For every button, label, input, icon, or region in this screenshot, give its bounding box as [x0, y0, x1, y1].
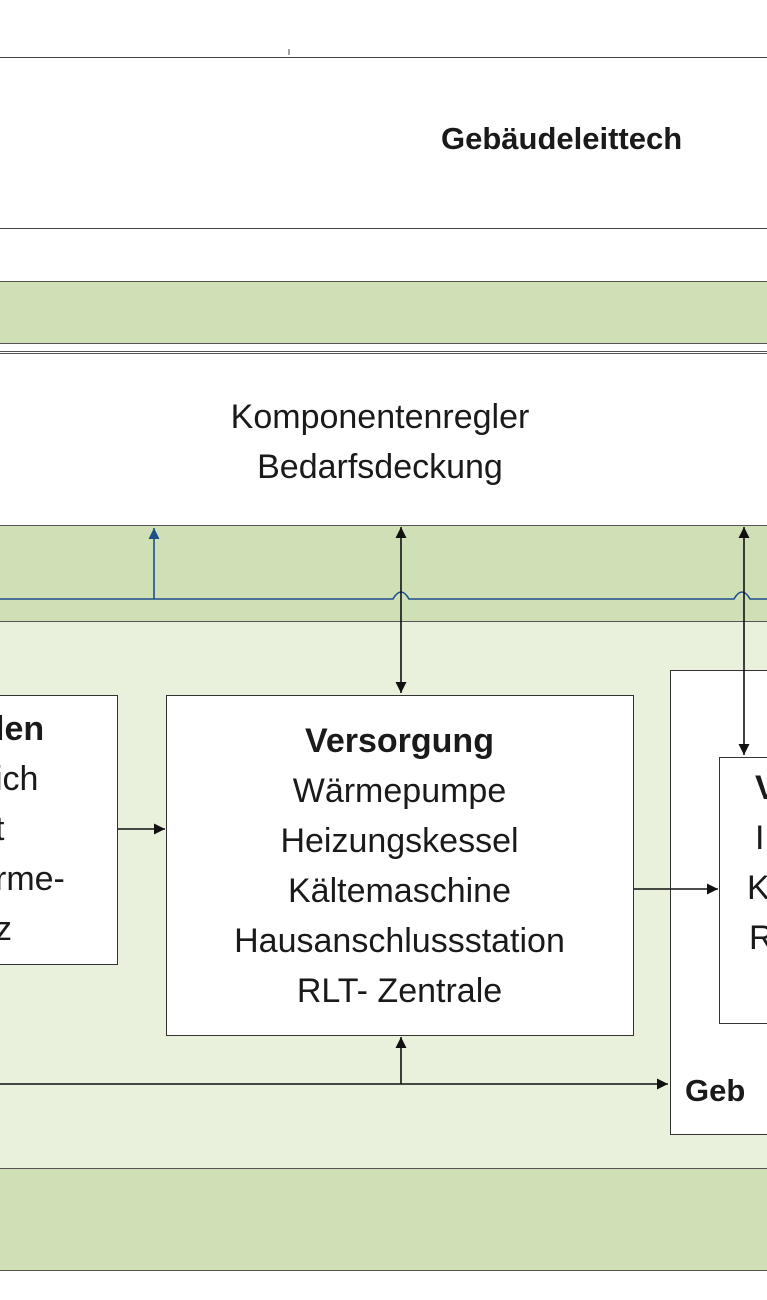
versorgung-item: Wärmepumpe	[292, 772, 507, 810]
gebaeude-label: Geb	[685, 1073, 746, 1108]
gebaeudeleittechnik-layer: Gebäudeleittech	[0, 57, 767, 229]
communication-band-lower	[0, 1168, 767, 1271]
versorgung-title: Versorgung	[305, 722, 494, 760]
gebaeudeleittechnik-title: Gebäudeleittech	[441, 121, 683, 156]
source-box-line: ich	[0, 760, 39, 798]
verbraucher-title: V	[755, 769, 767, 807]
komponentenregler-label: Komponentenregler	[230, 398, 530, 436]
versorgung-item: RLT- Zentrale	[296, 972, 503, 1010]
versorgung-item: Kältemaschine	[287, 872, 511, 910]
versorgung-item: Heizungskessel	[280, 822, 519, 860]
source-box-title: len	[0, 710, 45, 748]
verbraucher-line: K	[747, 869, 767, 907]
source-box-line: z	[0, 910, 12, 948]
blue-bus-line	[0, 591, 767, 600]
source-box: len ich t rme- z	[0, 695, 118, 965]
communication-band-upper	[0, 281, 767, 344]
bedarfsdeckung-label: Bedarfsdeckung	[257, 448, 503, 486]
verbraucher-line: I	[755, 819, 765, 857]
verbraucher-line: R	[749, 919, 767, 957]
versorgung-box: Versorgung Wärmepumpe Heizungskessel Käl…	[166, 695, 634, 1036]
communication-band-middle	[0, 525, 767, 622]
verbraucher-box: V I K R	[719, 757, 767, 1024]
source-box-line: rme-	[0, 860, 65, 898]
source-box-line: t	[0, 804, 4, 854]
versorgung-item: Hausanschlussstation	[234, 922, 565, 960]
komponentenregler-layer: Komponentenregler Bedarfsdeckung	[0, 351, 767, 525]
